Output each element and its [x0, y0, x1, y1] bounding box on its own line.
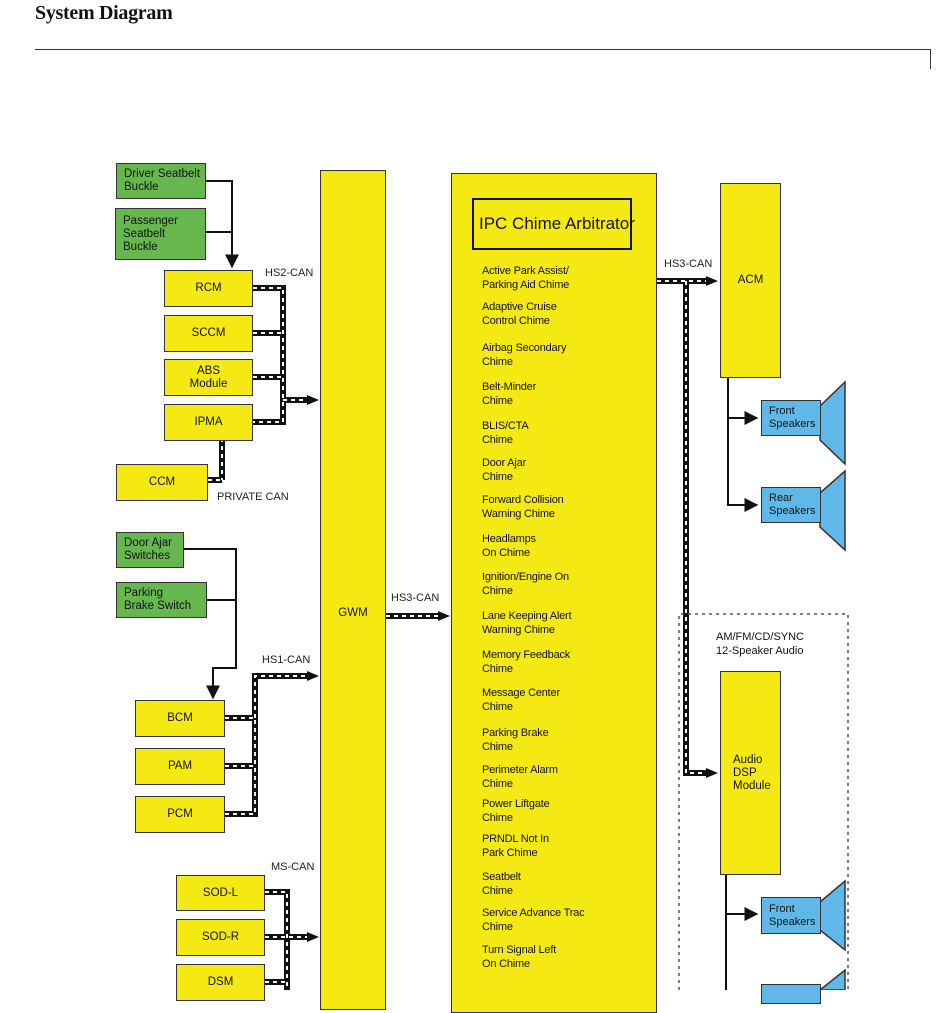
chime-item: Power Liftgate Chime — [482, 798, 550, 824]
hs1-can-label: HS1-CAN — [262, 654, 311, 666]
gwm-label: GWM — [338, 607, 368, 619]
hs3-can-gwm-label: HS3-CAN — [391, 592, 440, 604]
acm-speaker-wires — [725, 378, 759, 990]
sod-r-module: SOD-R — [176, 919, 265, 956]
audio-system-title: AM/FM/CD/SYNC 12-Speaker Audio — [716, 631, 804, 657]
ccm-module: CCM — [116, 464, 208, 501]
chime-item: Service Advance Trac Chime — [482, 907, 585, 933]
door-ajar-switches: Door Ajar Switches — [116, 532, 184, 568]
sod-l-module: SOD-L — [176, 875, 265, 911]
sccm-module: SCCM — [164, 315, 253, 352]
front-speakers-1: Front Speakers — [761, 400, 821, 436]
dsm-module: DSM — [176, 964, 265, 1001]
speaker-3-label-box — [761, 984, 821, 1004]
chime-item: Door Ajar Chime — [482, 457, 527, 483]
chime-item: Seatbelt Chime — [482, 871, 521, 897]
driver-seatbelt-buckle: Driver Seatbelt Buckle — [116, 163, 206, 199]
ms-can-bus — [265, 889, 319, 990]
parking-brake-switch: Parking Brake Switch — [116, 582, 207, 618]
chime-item: Adaptive Cruise Control Chime — [482, 301, 557, 327]
title-rule — [35, 49, 931, 50]
speaker-3-horn-icon — [818, 968, 846, 990]
chime-item: PRNDL Not In Park Chime — [482, 833, 549, 859]
chime-item: Memory Feedback Chime — [482, 649, 571, 675]
chime-item: BLIS/CTA Chime — [482, 420, 529, 446]
front-speaker-1-horn-icon — [819, 380, 846, 466]
hs2-can-bus — [208, 285, 319, 483]
bcm-module: BCM — [135, 700, 225, 737]
ipc-chime-arbitrator-title: IPC Chime Arbitrator — [472, 198, 635, 250]
front-speaker-2-horn-icon — [819, 879, 846, 952]
pcm-module: PCM — [135, 796, 225, 833]
rcm-module: RCM — [164, 270, 253, 307]
acm-module: ACM — [720, 183, 781, 378]
rear-speaker-1-horn-icon — [819, 469, 846, 552]
ms-can-label: MS-CAN — [271, 861, 315, 873]
seatbelt-hardwire — [205, 180, 239, 269]
hs3-can-gwm-link — [386, 611, 450, 621]
private-can-label: PRIVATE CAN — [217, 491, 289, 503]
abs-module: ABS Module — [164, 359, 253, 396]
chime-item: Perimeter Alarm Chime — [482, 764, 558, 790]
chime-item: Lane Keeping Alert Warning Chime — [482, 610, 572, 636]
hs1-can-bus — [225, 671, 319, 817]
chime-item: Message Center Chime — [482, 687, 560, 713]
gwm-module: GWM — [320, 170, 386, 1010]
chime-item: Turn Signal Left On Chime — [482, 944, 557, 970]
chime-item: Active Park Assist/ Parking Aid Chime — [482, 265, 570, 291]
pam-module: PAM — [135, 748, 225, 785]
ipc-module — [451, 173, 657, 1013]
rear-speakers-1: Rear Speakers — [761, 487, 821, 523]
chime-item: Ignition/Engine On Chime — [482, 571, 569, 597]
switch-hardwire — [184, 548, 237, 700]
front-speakers-2: Front Speakers — [761, 897, 821, 934]
chime-item: Airbag Secondary Chime — [482, 342, 567, 368]
title-rule-corner — [930, 49, 931, 69]
passenger-seatbelt-buckle: Passenger Seatbelt Buckle — [115, 208, 206, 260]
hs2-can-label: HS2-CAN — [265, 267, 314, 279]
chime-item: Headlamps On Chime — [482, 533, 536, 559]
page-title: System Diagram — [35, 2, 173, 24]
hs3-can-ipc-label: HS3-CAN — [664, 258, 713, 270]
audio-dsp-module: Audio DSP Module — [720, 671, 781, 875]
chime-item: Belt-Minder Chime — [482, 381, 537, 407]
hs3-can-ipc-link — [657, 276, 718, 778]
chime-item: Forward Collision Warning Chime — [482, 494, 564, 520]
ipma-module: IPMA — [164, 404, 253, 441]
chime-item: Parking Brake Chime — [482, 727, 549, 753]
